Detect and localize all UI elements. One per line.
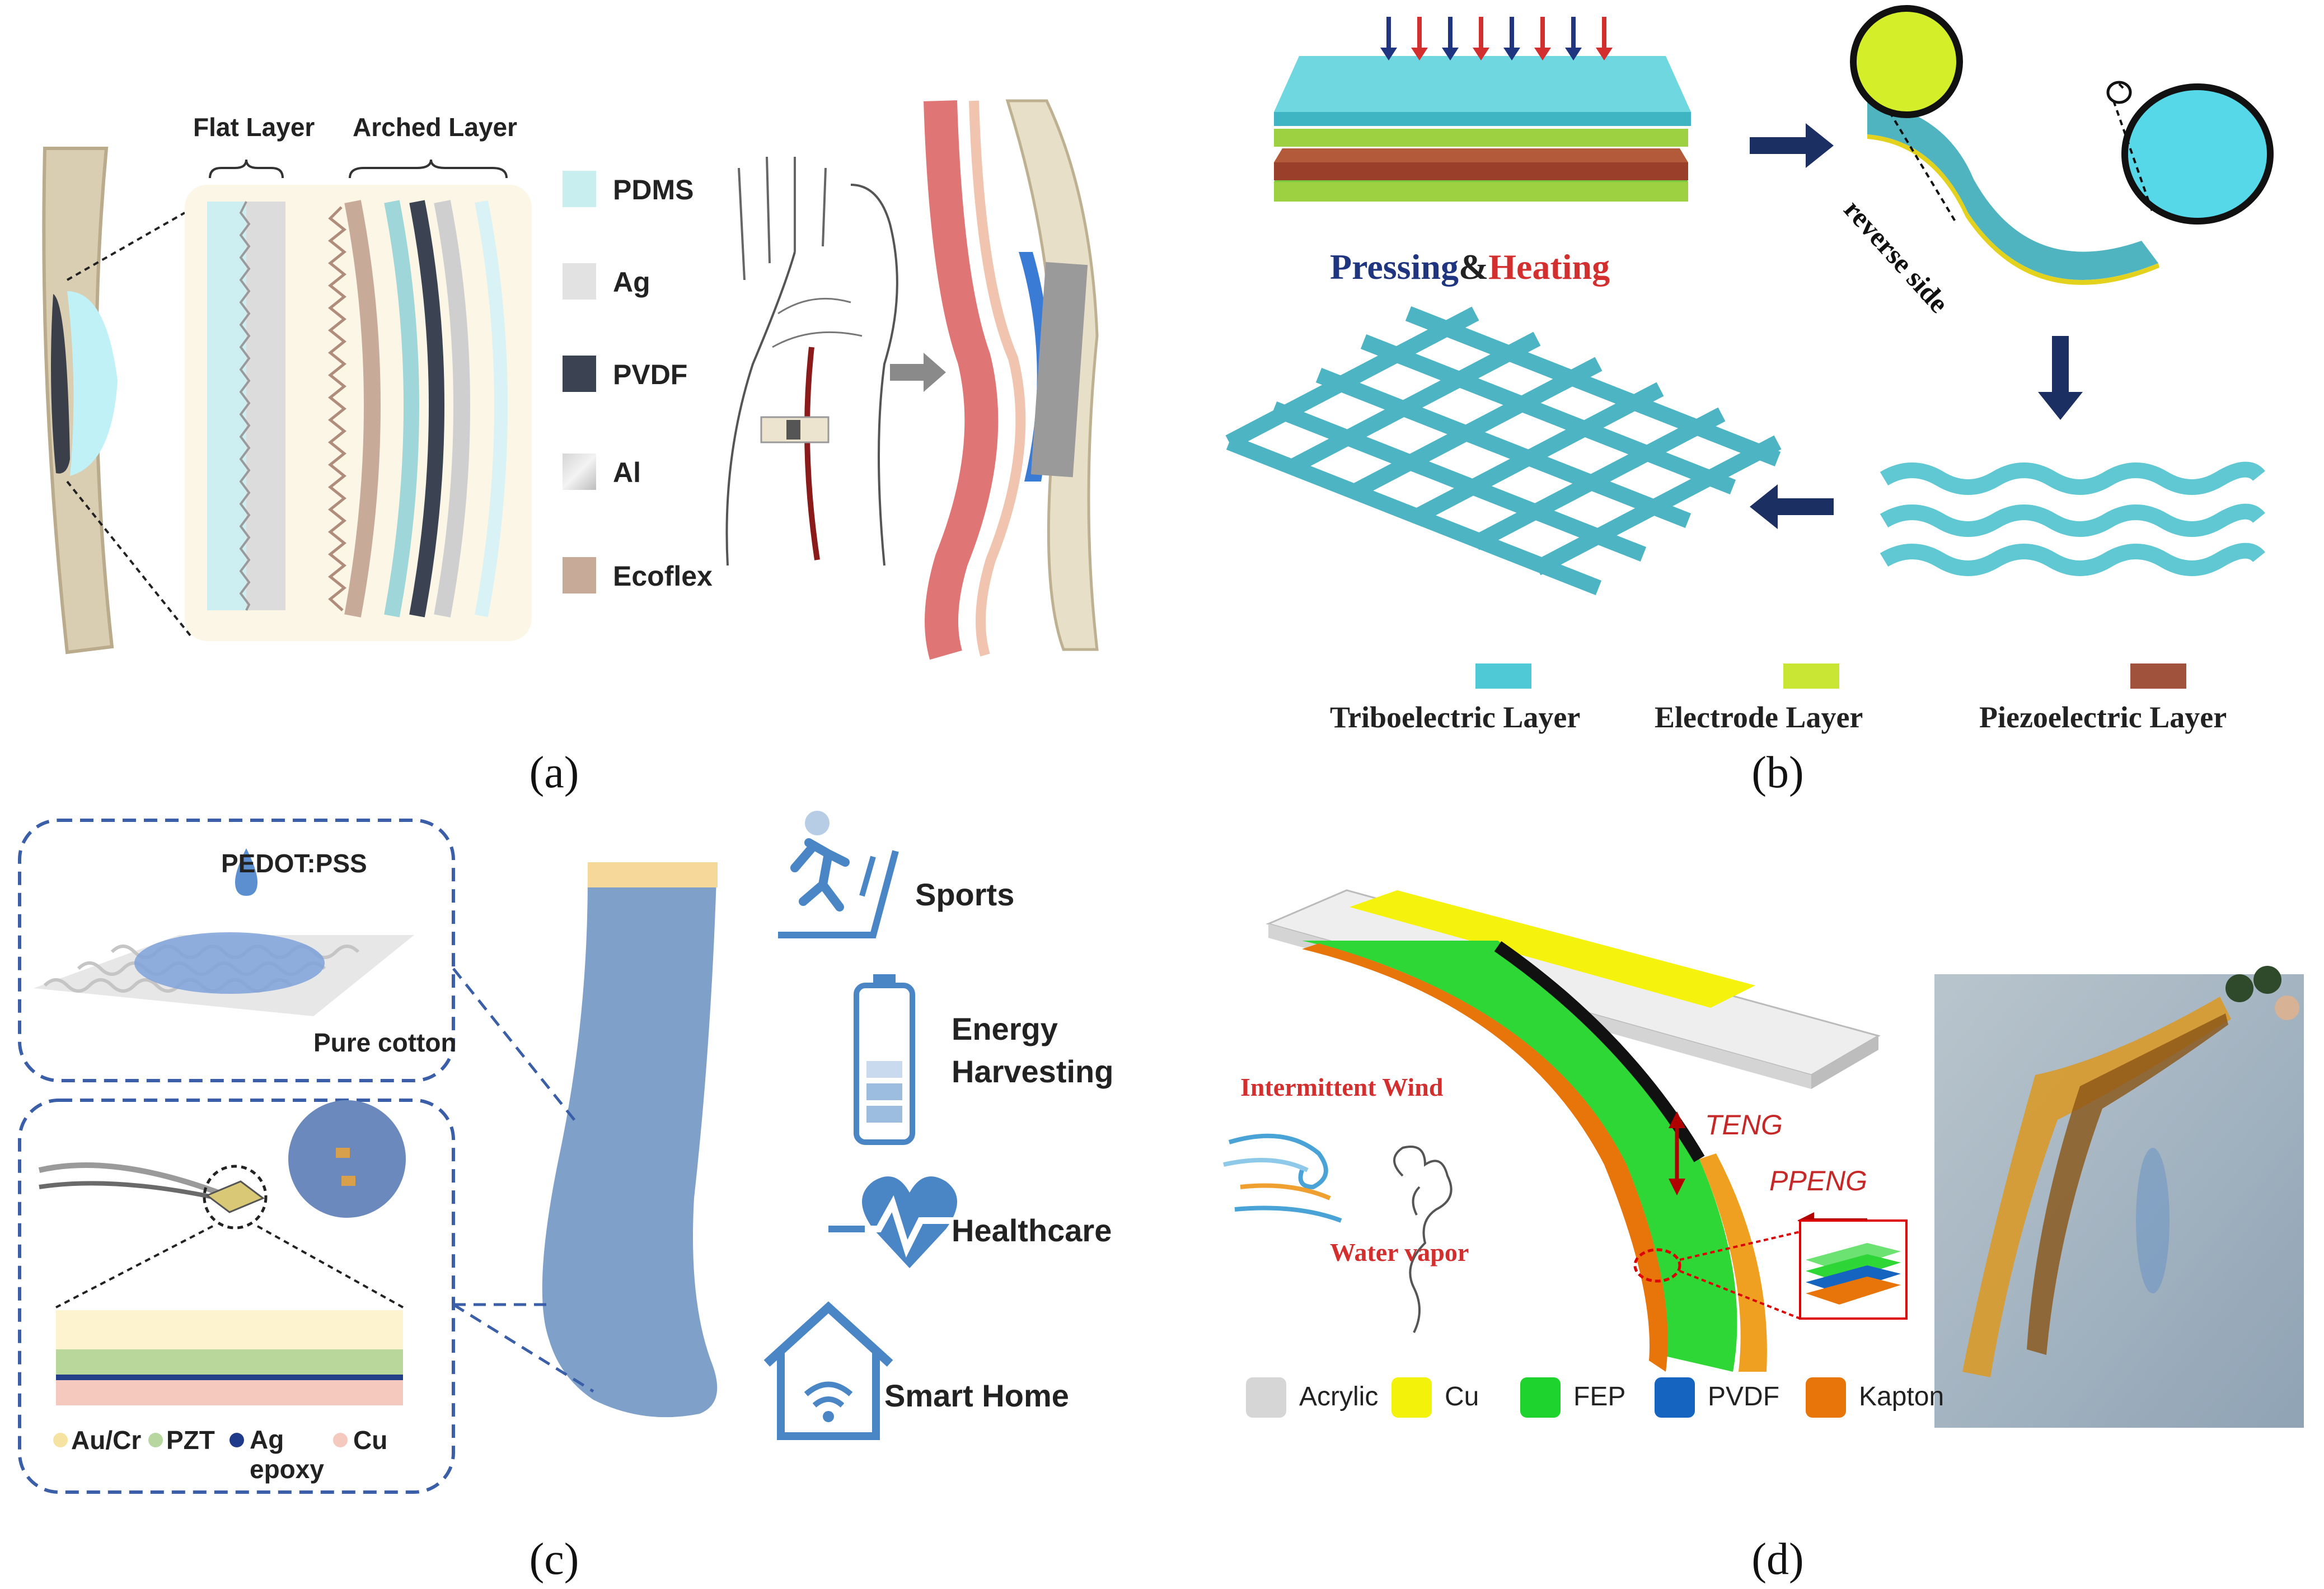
panel-d: Intermittent Wind Water vapor TENG PPENG… — [1162, 795, 2324, 1589]
caption-c: (c) — [529, 1535, 579, 1584]
legend-swatch-kapton — [1806, 1377, 1846, 1418]
caption-d: (d) — [1751, 1535, 1804, 1584]
panel-a: Flat Layer Arched Layer PDMS Ag PVDF Al … — [0, 0, 1162, 797]
legend-swatch-al — [563, 454, 596, 490]
pressing-heating-label: Pressing&Heating — [1330, 246, 1610, 288]
panel-c-illustration — [18, 811, 963, 1494]
heart-pulse-icon — [828, 1176, 963, 1268]
legend-item-pvdf: PVDF — [563, 356, 786, 400]
intermittent-wind-label: Intermittent Wind — [1240, 1073, 1444, 1101]
water-vapor-label: Water vapor — [1330, 1238, 1469, 1266]
legend-label-cu-d: Cu — [1445, 1382, 1479, 1412]
panel-b-legend: Triboelectric Layer Electrode Layer Piez… — [1330, 663, 2281, 736]
legend-label-pzt: PZT — [166, 1426, 215, 1455]
legend-label-acrylic: Acrylic — [1299, 1382, 1379, 1412]
legend-item-pdms: PDMS — [563, 165, 786, 210]
ampersand-label: & — [1458, 247, 1489, 287]
energy-harvesting-label: Energy Harvesting — [952, 1011, 1114, 1089]
legend-item-ecoflex: Ecoflex — [563, 557, 786, 602]
legend-dot-au-cr — [53, 1433, 68, 1447]
smart-home-label: Smart Home — [884, 1378, 1069, 1413]
legend-label-ag-epoxy: Ag epoxy — [250, 1425, 324, 1484]
legend-swatch-cu-d — [1391, 1377, 1432, 1418]
legend-dot-cu — [333, 1433, 348, 1447]
legend-swatch-pdms — [563, 171, 596, 207]
legend-dot-ag-epoxy — [229, 1433, 244, 1447]
legend-swatch-pvdf-d — [1655, 1377, 1695, 1418]
panel-c: PEDOT:PSS Pure cotton Au/Cr PZT Ag epoxy… — [0, 795, 1162, 1589]
panel-d-illustration — [1223, 889, 2304, 1428]
panel-c-legend: Au/Cr PZT Ag epoxy Cu — [53, 1425, 434, 1492]
pure-cotton-label: Pure cotton — [313, 1028, 457, 1057]
legend-swatch-electrode — [1783, 663, 1839, 689]
legend-label-pdms: PDMS — [613, 174, 694, 205]
pressing-label: Pressing — [1330, 247, 1459, 287]
legend-swatch-pvdf — [563, 356, 596, 392]
running-icon — [778, 811, 899, 938]
flat-layer-label: Flat Layer — [193, 113, 315, 142]
legend-label-fep: FEP — [1573, 1382, 1626, 1412]
legend-swatch-triboelectric — [1475, 663, 1531, 689]
legend-label-al: Al — [613, 457, 641, 488]
caption-b: (b) — [1751, 748, 1804, 797]
legend-label-triboelectric: Triboelectric Layer — [1330, 700, 1581, 734]
legend-label-cu: Cu — [353, 1426, 388, 1455]
legend-dot-pzt — [148, 1433, 163, 1447]
teng-label: TENG — [1705, 1109, 1783, 1141]
legend-label-au-cr: Au/Cr — [71, 1426, 142, 1455]
legend-label-ag: Ag — [613, 267, 650, 298]
panel-b: Pressing&Heating reverse side Triboelect… — [1162, 0, 2324, 797]
legend-label-pvdf-d: PVDF — [1708, 1382, 1780, 1412]
legend-swatch-ecoflex — [563, 557, 596, 593]
heating-label: Heating — [1488, 247, 1610, 287]
pedot-label: PEDOT:PSS — [221, 849, 367, 878]
legend-swatch-ag — [563, 263, 596, 300]
caption-a: (a) — [529, 748, 579, 797]
ppeng-label: PPENG — [1769, 1165, 1868, 1197]
legend-item-al: Al — [563, 454, 786, 498]
legend-item-ag: Ag — [563, 263, 786, 308]
arched-layer-label: Arched Layer — [353, 113, 518, 142]
legend-swatch-piezoelectric — [2130, 663, 2186, 689]
panel-a-illustration — [42, 99, 1099, 660]
sports-label: Sports — [915, 877, 1015, 912]
panel-b-illustration — [1225, 5, 2274, 596]
battery-icon — [854, 974, 915, 1145]
legend-label-piezoelectric: Piezoelectric Layer — [1979, 700, 2227, 734]
legend-label-electrode: Electrode Layer — [1655, 700, 1863, 734]
healthcare-label: Healthcare — [952, 1213, 1112, 1248]
legend-label-pvdf: PVDF — [613, 359, 688, 390]
legend-label-ecoflex: Ecoflex — [613, 560, 713, 592]
legend-label-kapton: Kapton — [1859, 1382, 1945, 1412]
legend-swatch-acrylic — [1246, 1377, 1286, 1418]
panel-d-legend: Acrylic Cu FEP PVDF Kapton — [1246, 1375, 1974, 1425]
legend-swatch-fep — [1520, 1377, 1561, 1418]
smart-home-icon — [763, 1301, 893, 1440]
